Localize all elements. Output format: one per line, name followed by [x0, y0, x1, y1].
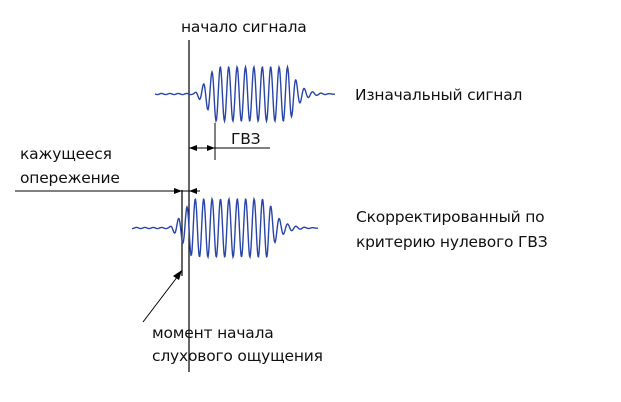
apparent-lead-label-line2: опережение: [20, 169, 120, 187]
gvz-arrow-right: [207, 145, 215, 151]
apparent-lead-arrow-left: [174, 188, 182, 194]
corrected-signal-label-line2: критерию нулевого ГВЗ: [356, 233, 548, 251]
corrected-signal-wave: [132, 196, 319, 260]
signal-start-label: начало сигнала: [181, 18, 307, 36]
gvz-arrow-left: [189, 145, 197, 151]
apparent-lead-label-line1: кажущееся: [20, 145, 112, 163]
hearing-onset-label-line1: момент начала: [152, 324, 274, 342]
original-signal-wave: [154, 64, 336, 124]
gvz-label: ГВЗ: [231, 130, 261, 148]
hearing-onset-pointer: [142, 271, 182, 323]
corrected-signal-label-line1: Скорректированный по: [356, 208, 545, 226]
original-signal-label: Изначальный сигнал: [355, 86, 523, 104]
hearing-onset-label-line2: слухового ощущения: [152, 347, 323, 365]
hearing-onset-arrowhead: [173, 270, 182, 280]
apparent-lead-arrow-right: [189, 188, 197, 194]
